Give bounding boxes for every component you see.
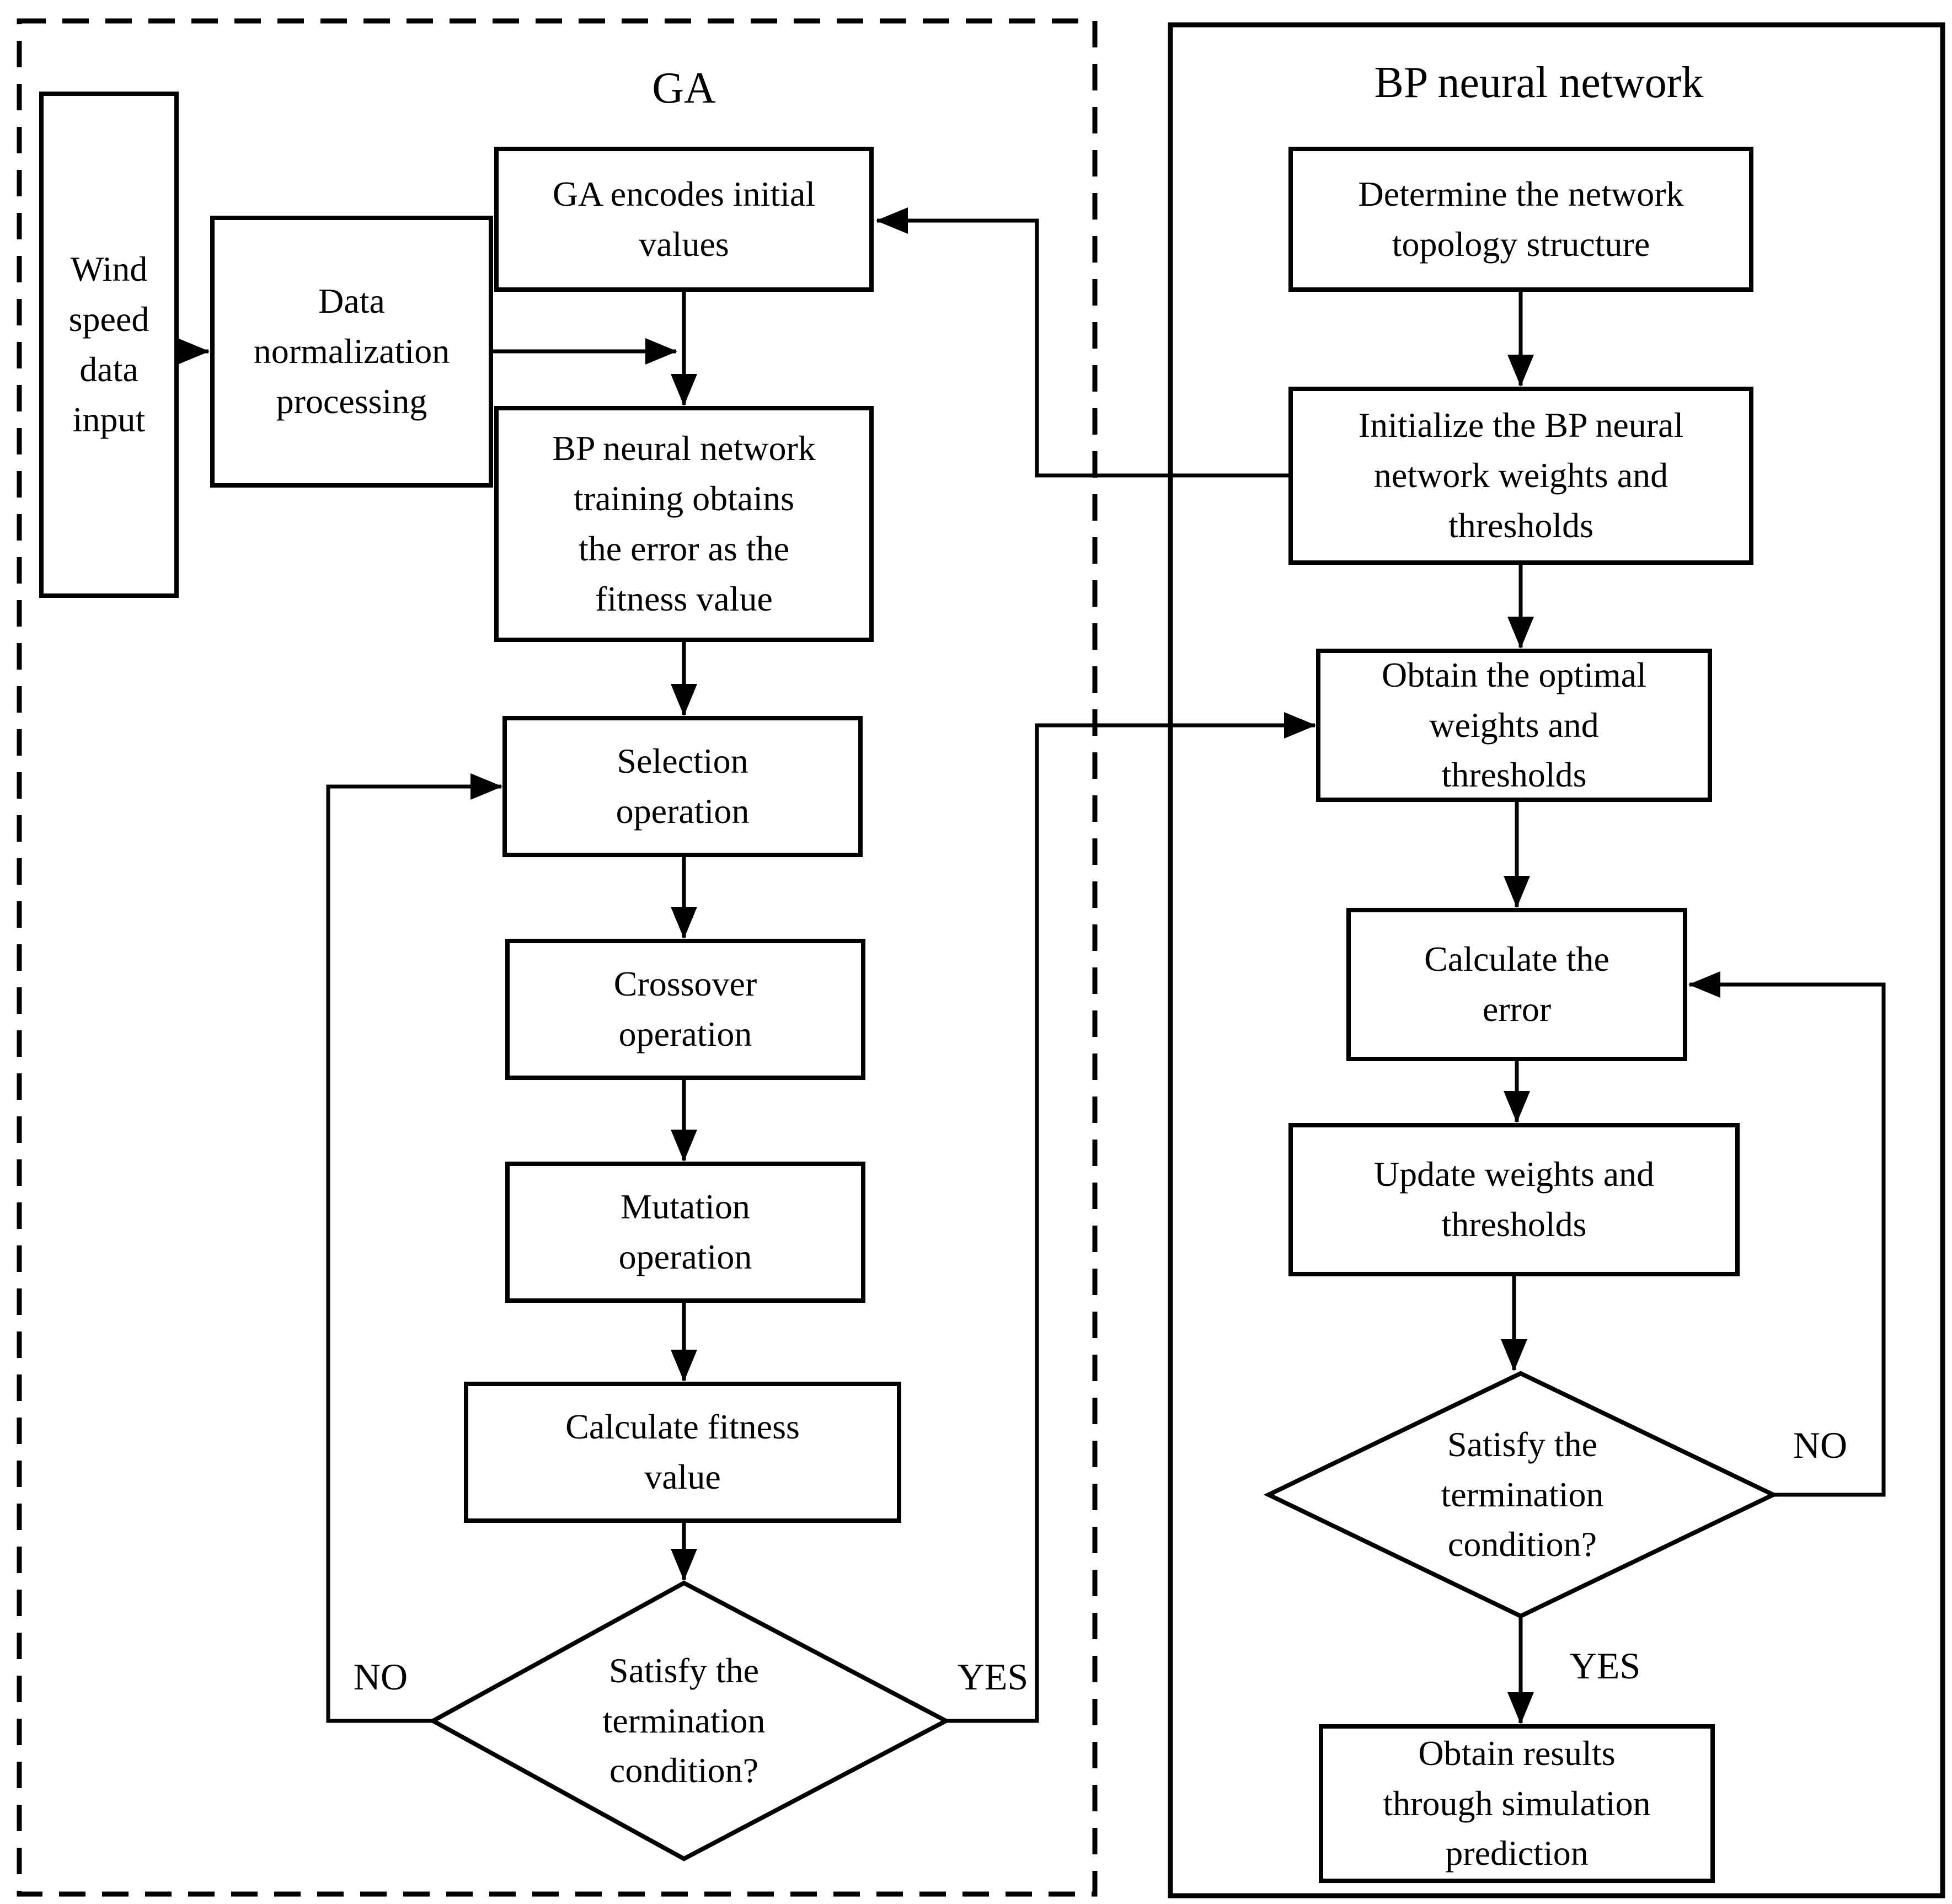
wind-input-label: Wind speed data input [68,249,149,439]
bp-training-box [494,406,874,642]
mutation-label: Mutation operation [618,1187,752,1276]
bp-termination-label: Satisfy the termination condition? [1441,1424,1604,1564]
arrow-no-loop-to-selection [326,773,502,1723]
results-label: Obtain results through simulation predic… [1383,1733,1651,1873]
calculate-fitness-box [464,1382,901,1523]
selection-box [502,716,863,857]
bp-branch-no-label: NO [1793,1424,1848,1466]
bp-section-title: BP neural network [1374,58,1704,107]
ga-branch-no-label: NO [353,1656,408,1698]
optimal-weights-box [1316,649,1712,802]
optimal-weights-label: Obtain the optimal weights and threshold… [1382,655,1646,795]
crossover-box [505,939,865,1080]
ga-termination-diamond [428,1580,951,1862]
ga-termination-label: Satisfy the termination condition? [602,1650,766,1790]
selection-label: Selection operation [616,741,750,831]
ga-branch-yes-label: YES [957,1656,1029,1698]
crossover-label: Crossover operation [613,964,757,1053]
ga-section-border [17,18,1098,1897]
arrow-yes-to-optimal [946,712,1316,1723]
arrow-no-loop-to-error [1688,971,1886,1497]
ga-encodes-label: GA encodes initial values [552,174,816,264]
data-normalization-label: Data normalization processing [253,281,450,421]
results-box [1319,1724,1715,1883]
update-weights-box [1288,1123,1740,1276]
update-weights-label: Update weights and thresholds [1373,1154,1655,1244]
initialize-box [1288,387,1753,565]
calculate-fitness-label: Calculate fitness value [565,1407,800,1496]
ga-section-title: GA [652,64,716,113]
topology-box [1288,147,1753,292]
arrow-initialize-to-encode [876,207,1291,478]
initialize-label: Initialize the BP neural network weights… [1358,405,1684,545]
bp-training-label: BP neural network training obtains the e… [552,429,816,618]
topology-label: Determine the network topology structure [1358,174,1684,264]
calculate-error-label: Calculate the error [1424,939,1609,1029]
bp-branch-yes-label: YES [1569,1645,1641,1687]
mutation-box [505,1162,865,1303]
ga-encodes-box [494,147,874,292]
bp-section-border [1168,22,1945,1898]
wind-input-box [39,92,179,598]
